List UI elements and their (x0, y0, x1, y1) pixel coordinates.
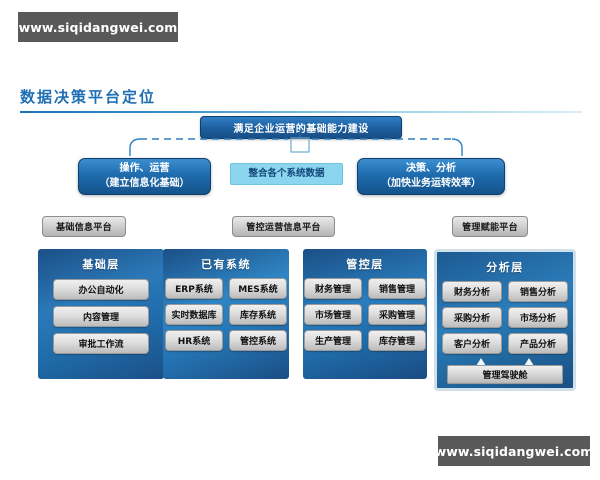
list-item[interactable]: 财务分析 (442, 281, 502, 302)
concept-box-decision: 决策、分析 （加快业务运转效率） (357, 158, 505, 195)
list-item[interactable]: 客户分析 (442, 333, 502, 354)
panel-analysis-layer-items: 财务分析 销售分析 采购分析 市场分析 客户分析 产品分析 (442, 281, 568, 354)
concept-operations-line2: （建立信息化基础） (99, 177, 190, 189)
panel-analysis-footer: 管理驾驶舱 (437, 365, 573, 384)
list-item[interactable]: ERP系统 (165, 278, 223, 299)
panel-basic-layer-items: 办公自动化 内容管理 审批工作流 (53, 279, 149, 354)
panel-analysis-layer: 分析层 财务分析 销售分析 采购分析 市场分析 客户分析 产品分析 管理驾驶舱 (434, 249, 576, 391)
list-item[interactable]: 实时数据库 (165, 304, 223, 325)
arrow-up-icon (476, 358, 486, 366)
arrow-up-icon (524, 358, 534, 366)
watermark-top: www.siqidangwei.com (18, 12, 178, 42)
panel-control-layer: 管控层 财务管理 销售管理 市场管理 采购管理 生产管理 库存管理 (303, 249, 427, 379)
platform-label-control: 管控运营信息平台 (232, 216, 335, 237)
panel-analysis-layer-title: 分析层 (486, 261, 524, 274)
concept-decision-line2: （加快业务运转效率） (381, 177, 481, 189)
heading-divider (20, 111, 582, 113)
list-item[interactable]: 销售分析 (508, 281, 568, 302)
list-item[interactable]: 生产管理 (304, 330, 362, 351)
page-title: 数据决策平台定位 (20, 88, 157, 106)
concept-box-operations: 操作、运营 （建立信息化基础） (78, 158, 211, 195)
list-item[interactable]: 采购管理 (368, 304, 426, 325)
list-item[interactable]: 办公自动化 (53, 279, 149, 300)
panel-existing-systems: 已有系统 ERP系统 MES系统 实时数据库 库存系统 HR系统 管控系统 (163, 249, 289, 379)
list-item[interactable]: 审批工作流 (53, 333, 149, 354)
concept-box-integration: 整合各个系统数据 (230, 163, 343, 185)
watermark-bottom: www.siqidangwei.com (435, 436, 593, 466)
list-item[interactable]: 财务管理 (304, 278, 362, 299)
panel-basic-layer: 基础层 办公自动化 内容管理 审批工作流 (38, 249, 164, 379)
list-item[interactable]: 采购分析 (442, 307, 502, 328)
panel-basic-layer-title: 基础层 (82, 258, 120, 271)
analysis-arrows (437, 358, 573, 366)
panel-control-layer-items: 财务管理 销售管理 市场管理 采购管理 生产管理 库存管理 (304, 278, 426, 351)
connector-lines (129, 130, 463, 156)
panel-control-layer-title: 管控层 (346, 258, 384, 271)
concept-decision-line1: 决策、分析 (406, 163, 456, 175)
list-item[interactable]: HR系统 (165, 330, 223, 351)
list-item[interactable]: MES系统 (229, 278, 287, 299)
management-cockpit-item[interactable]: 管理驾驶舱 (447, 365, 563, 384)
list-item[interactable]: 市场管理 (304, 304, 362, 325)
panel-existing-systems-items: ERP系统 MES系统 实时数据库 库存系统 HR系统 管控系统 (165, 278, 287, 351)
panel-existing-systems-title: 已有系统 (201, 258, 251, 271)
list-item[interactable]: 内容管理 (53, 306, 149, 327)
list-item[interactable]: 市场分析 (508, 307, 568, 328)
concept-operations-line1: 操作、运营 (119, 163, 170, 175)
list-item[interactable]: 产品分析 (508, 333, 568, 354)
list-item[interactable]: 管控系统 (229, 330, 287, 351)
list-item[interactable]: 库存管理 (368, 330, 426, 351)
platform-label-enablement: 管理赋能平台 (452, 216, 528, 237)
list-item[interactable]: 库存系统 (229, 304, 287, 325)
platform-label-basic: 基础信息平台 (42, 216, 126, 237)
list-item[interactable]: 销售管理 (368, 278, 426, 299)
